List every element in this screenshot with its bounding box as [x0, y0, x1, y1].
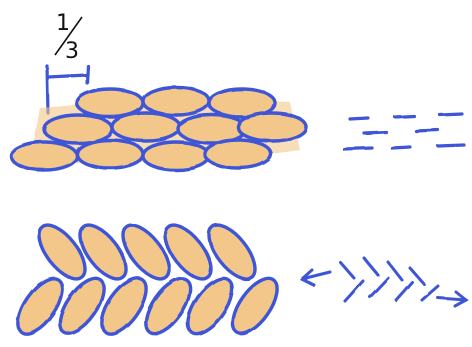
arrow-right-shaft — [436, 296, 468, 302]
herringbone-upper-5 — [207, 223, 257, 281]
offset-dimension-icon — [45, 64, 90, 115]
herringbone-lower-6 — [231, 276, 279, 336]
arrow-left-head — [299, 268, 316, 287]
fraction-label: 1 3 — [54, 11, 83, 64]
dashes-icon — [342, 112, 466, 151]
herringbone-lower-3 — [100, 276, 148, 336]
brick-row1-2 — [141, 85, 211, 117]
fraction-slash — [54, 16, 83, 56]
herringbone-lower-4 — [144, 276, 192, 336]
herringbone-pattern — [16, 223, 279, 336]
brick-row3-3 — [141, 140, 211, 172]
fraction-numerator: 1 — [56, 11, 70, 36]
arrow-left-shaft — [300, 270, 332, 281]
herringbone-lower-1 — [16, 276, 64, 336]
herringbone-lower-5 — [186, 276, 234, 336]
brick-row2-4 — [236, 111, 308, 143]
brick-row3-1 — [9, 140, 79, 172]
bidirectional-arrow-icon — [299, 256, 469, 308]
herringbone-upper-2 — [78, 223, 128, 281]
stretcher-bond-wall — [9, 85, 308, 172]
brick-row1-3 — [207, 87, 277, 119]
fraction-denominator: 3 — [65, 39, 79, 64]
herringbone-upper-1 — [37, 223, 87, 281]
herringbone-lower-2 — [58, 276, 106, 336]
chevron-strokes — [338, 256, 440, 303]
brick-row3-2 — [75, 138, 145, 170]
herringbone-upper-4 — [163, 223, 213, 281]
brick-row3-4 — [203, 138, 273, 170]
herringbone-upper-3 — [121, 223, 171, 281]
arrow-right-head — [453, 290, 469, 308]
brick-row2-2 — [110, 111, 182, 143]
